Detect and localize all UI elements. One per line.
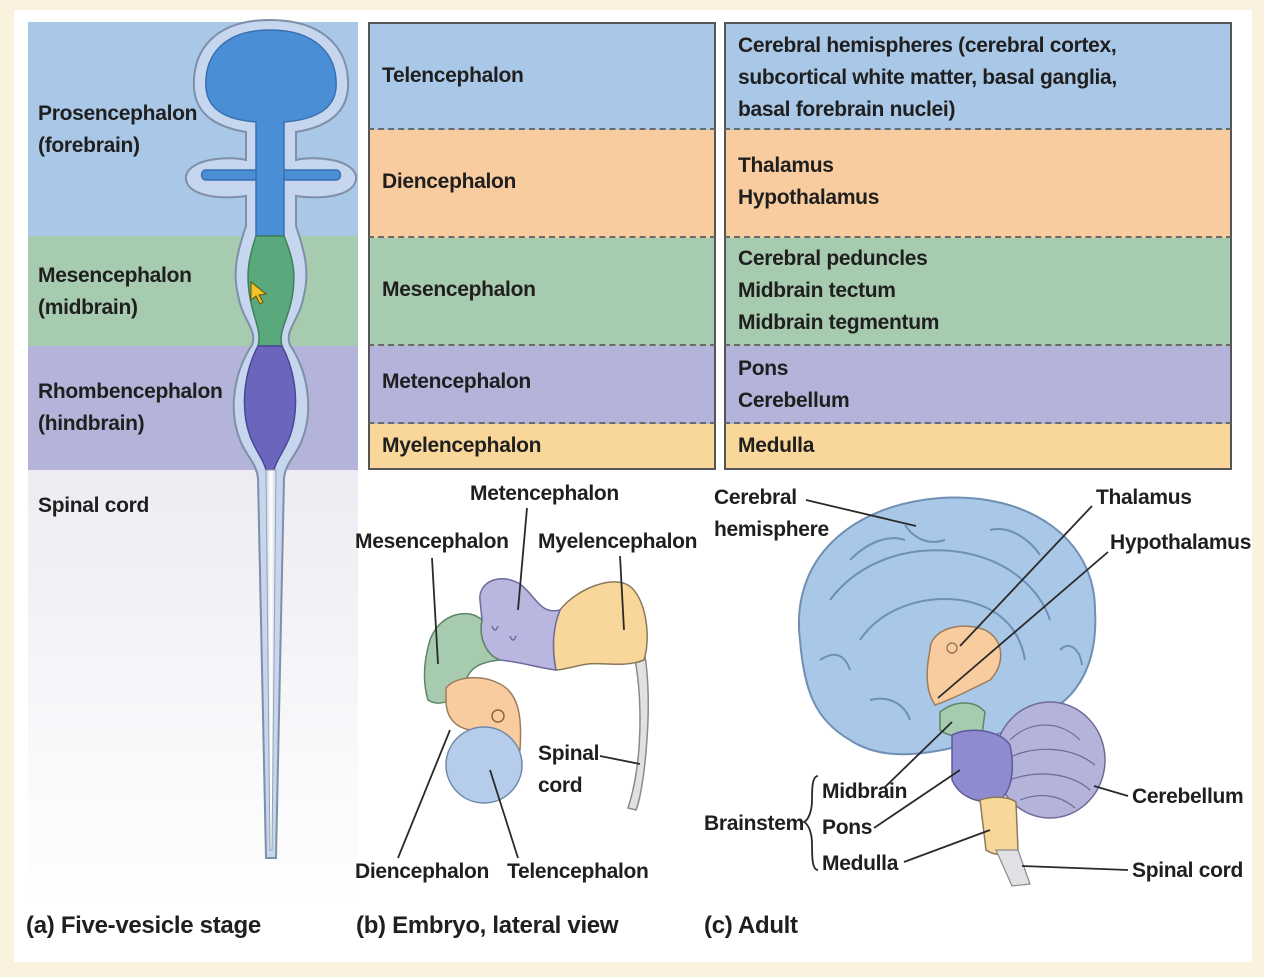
table-row-telencephalon-left: Telencephalon [368,22,716,130]
table-row-myelencephalon-left: Myelencephalon [368,424,716,470]
rhombencephalon-label: Rhombencephalon (hindbrain) [38,380,223,435]
mesencephalon-label: Mesencephalon (midbrain) [38,264,192,319]
midbrain-label: Midbrain [822,780,908,803]
table-row-metencephalon-left: Metencephalon [368,346,716,424]
cursor-icon [250,280,268,305]
table-cell-vesicle: Mesencephalon [382,278,536,301]
caption-b-letter: (b) [356,912,386,939]
table-row-diencephalon-right: Thalamus Hypothalamus [724,130,1232,238]
table-cell-adult: Cerebral hemispheres (cerebral cortex, s… [738,34,1117,121]
adult-diencephalon [926,625,1002,706]
prosencephalon-label: Prosencephalon (forebrain) [38,102,198,157]
caption-a: (a) Five-vesicle stage [26,912,261,940]
table-row-telencephalon-right: Cerebral hemispheres (cerebral cortex, s… [724,22,1232,130]
table-row-mesencephalon-right: Cerebral peduncles Midbrain tectum Midbr… [724,238,1232,346]
embryo-telencephalon-label: Telencephalon [507,860,649,883]
table-cell-adult: Medulla [738,434,815,457]
spinal-canal [265,469,277,851]
caption-c-letter: (c) [704,912,733,939]
spinal-cord-band [28,470,358,910]
thalamus-label: Thalamus [1096,486,1192,509]
caption-a-letter: (a) [26,912,55,939]
caption-b: (b) Embryo, lateral view [356,912,619,940]
brainstem-label: Brainstem [704,812,805,835]
table-cell-vesicle: Telencephalon [382,64,524,87]
embryo-diencephalon-label: Diencephalon [355,860,490,883]
brainstem-brace [801,775,819,871]
caption-b-text: Embryo, lateral view [392,912,619,939]
embryo-mesencephalon [423,612,501,704]
table-row-diencephalon-left: Diencephalon [368,130,716,238]
embryo-myelencephalon-label: Myelencephalon [538,530,698,553]
cerebellum-label: Cerebellum [1132,785,1244,808]
caption-c: (c) Adult [704,912,798,940]
embryo-mesencephalon-label: Mesencephalon [355,530,509,553]
adult-medulla [979,796,1019,856]
adult-cerebrum [797,496,1097,756]
table-row-metencephalon-right: Pons Cerebellum [724,346,1232,424]
caption-c-text: Adult [737,912,798,939]
table-cell-vesicle: Diencephalon [382,170,517,193]
adult-spinal-cord [995,849,1031,887]
spinal-cord-label: Spinal cord [38,494,150,517]
table-cell-adult: Cerebral peduncles Midbrain tectum Midbr… [738,247,940,334]
table-cell-vesicle: Myelencephalon [382,434,542,457]
pons-label: Pons [822,816,873,839]
embryo-spinal-cord-label: Spinal cord [538,742,600,797]
adult-pons [951,729,1013,803]
cerebral-hemisphere-label: Cerebral hemisphere [714,486,829,541]
hypothalamus-label: Hypothalamus [1110,531,1252,554]
embryo-metencephalon-label: Metencephalon [470,482,619,505]
table-cell-adult: Pons Cerebellum [738,357,850,412]
table-cell-vesicle: Metencephalon [382,370,531,393]
table-row-myelencephalon-right: Medulla [724,424,1232,470]
medulla-label: Medulla [822,852,899,875]
table-cell-adult: Thalamus Hypothalamus [738,154,880,209]
caption-a-text: Five-vesicle stage [60,912,261,939]
embryo-telencephalon [445,726,523,804]
table-row-mesencephalon-left: Mesencephalon [368,238,716,346]
adult-spinal-cord-label: Spinal cord [1132,859,1244,882]
